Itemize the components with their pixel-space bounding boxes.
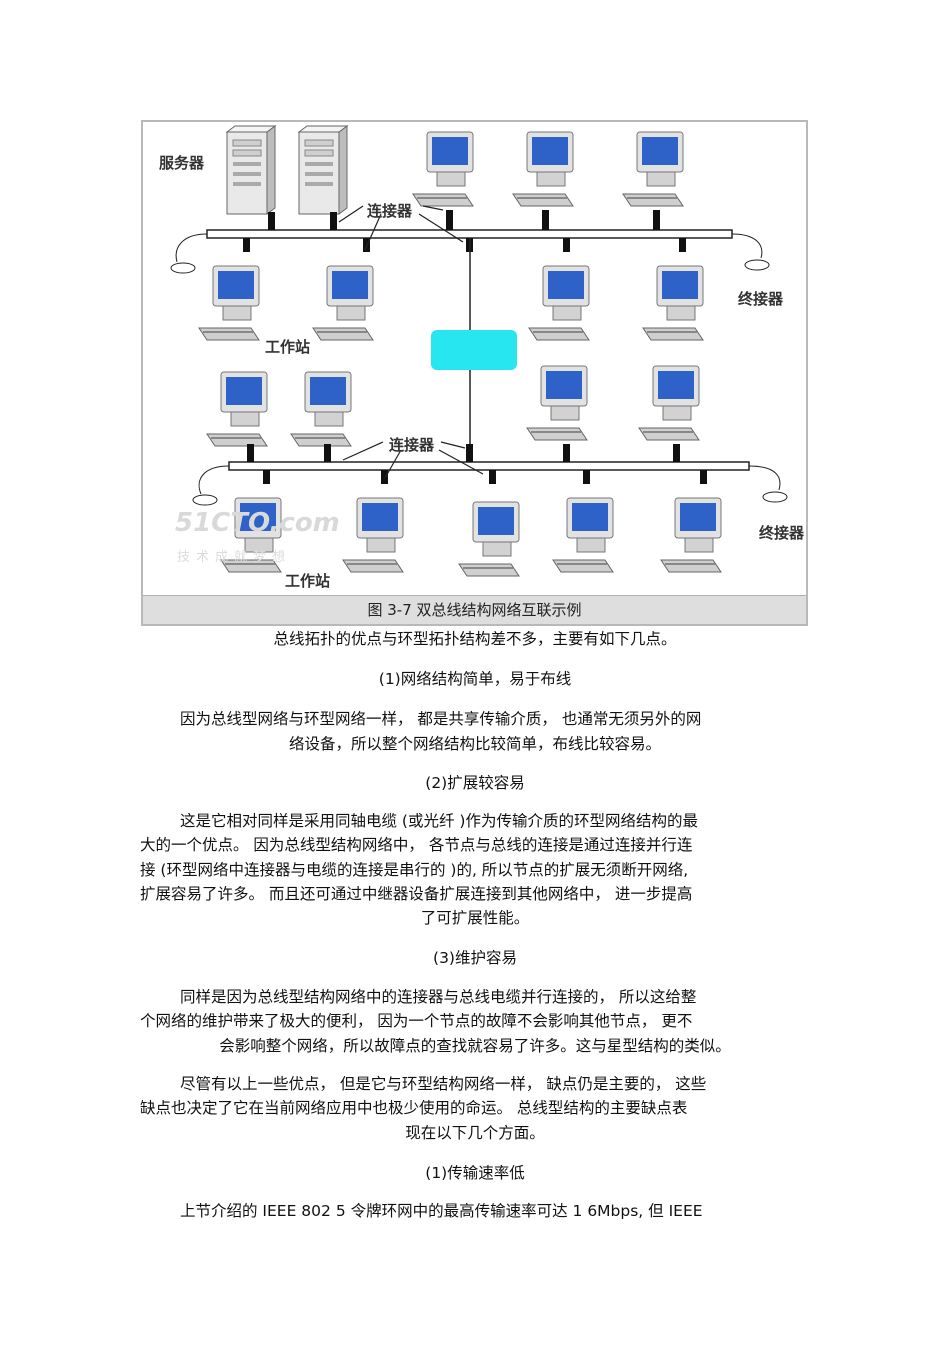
pc-low-1 — [207, 372, 267, 446]
para2-line4: 扩展容易了许多。 而且还可通过中继器设备扩展连接到其他网络中， 进一步提高 — [140, 881, 810, 907]
label-terminator-bottom: 终接器 — [759, 522, 804, 543]
para3-line2: 个网络的维护带来了极大的便利， 因为一个节点的故障不会影响其他节点， 更不 — [140, 1008, 810, 1034]
para2-line1: 这是它相对同样是采用同轴电缆 (或光纤 )作为传输介质的环型网络结构的最 — [140, 808, 850, 834]
server-2 — [299, 126, 347, 214]
para1-line1: 因为总线型网络与环型网络一样， 都是共享传输介质， 也通常无须另外的网 — [140, 706, 850, 732]
network-figure: 服务器 连接器 终接器 工作站 连接器 终接器 工作站 51CTO.com 技术… — [141, 120, 808, 626]
para4-line3: 现在以下几个方面。 — [140, 1120, 810, 1146]
heading-2: (2)扩展较容易 — [140, 770, 810, 796]
intro-line: 总线拓扑的优点与环型拓扑结构差不多，主要有如下几点。 — [140, 626, 810, 652]
pc-ws-2 — [313, 266, 373, 340]
pc-bottom-2 — [343, 498, 403, 572]
para2-line3: 接 (环型网络中连接器与电缆的连接是串行的 )的, 所以节点的扩展无须断开网络, — [140, 857, 810, 883]
watermark-logo: 51CTO.com — [175, 508, 340, 538]
heading-1: (1)网络结构简单，易于布线 — [140, 666, 810, 692]
figure-caption: 图 3-7 双总线结构网络互联示例 — [143, 595, 806, 624]
terminator-top-right — [745, 260, 769, 270]
para2-line5: 了可扩展性能。 — [140, 905, 810, 931]
para2-line2: 大的一个优点。 因为总线型结构网络中， 各节点与总线的连接是通过连接并行连 — [140, 832, 810, 858]
pc-ws-3 — [529, 266, 589, 340]
label-terminator-top: 终接器 — [738, 288, 783, 309]
terminator-bottom-right — [763, 492, 787, 502]
lower-bus — [229, 462, 749, 470]
para3-line1: 同样是因为总线型结构网络中的连接器与总线电缆并行连接的， 所以这给整 — [140, 984, 850, 1010]
server-1 — [227, 126, 275, 214]
pc-bottom-5 — [661, 498, 721, 572]
pc-top-1 — [413, 132, 473, 206]
label-workstation-bottom: 工作站 — [285, 570, 330, 591]
heading-4: (1)传输速率低 — [140, 1160, 810, 1186]
label-server: 服务器 — [159, 152, 204, 173]
watermark-slogan: 技术成就梦想 — [177, 546, 291, 565]
terminator-bottom-left — [193, 495, 217, 505]
pc-low-4 — [639, 366, 699, 440]
pc-low-3 — [527, 366, 587, 440]
para5-line1: 上节介绍的 IEEE 802 5 令牌环网中的最高传输速率可达 1 6Mbps,… — [140, 1198, 850, 1224]
pc-top-2 — [513, 132, 573, 206]
upper-bus — [207, 230, 732, 238]
pc-top-3 — [623, 132, 683, 206]
pc-low-2 — [291, 372, 351, 446]
para3-line3: 会影响整个网络，所以故障点的查找就容易了许多。这与星型结构的类似。 — [140, 1033, 810, 1059]
label-connector-top: 连接器 — [367, 200, 412, 221]
hub-box — [431, 330, 517, 370]
para4-line1: 尽管有以上一些优点， 但是它与环型结构网络一样， 缺点仍是主要的， 这些 — [140, 1071, 850, 1097]
pc-bottom-3 — [459, 502, 519, 576]
pc-ws-1 — [199, 266, 259, 340]
pc-ws-4 — [643, 266, 703, 340]
heading-3: (3)维护容易 — [140, 945, 810, 971]
pc-bottom-4 — [553, 498, 613, 572]
terminator-top-left — [171, 263, 195, 273]
para1-line2: 络设备，所以整个网络结构比较简单，布线比较容易。 — [140, 731, 810, 757]
upper-cable-left — [176, 234, 207, 262]
label-workstation-top: 工作站 — [265, 336, 310, 357]
para4-line2: 缺点也决定了它在当前网络应用中也极少使用的命运。 总线型结构的主要缺点表 — [140, 1095, 810, 1121]
label-connector-bottom: 连接器 — [389, 434, 434, 455]
